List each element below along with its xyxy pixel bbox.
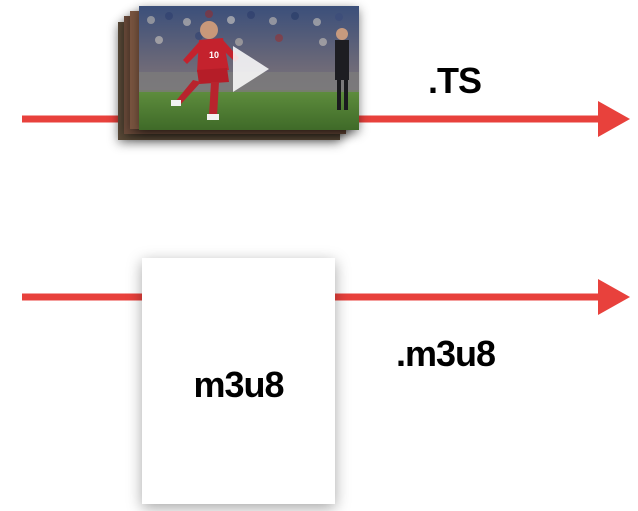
video-thumbnail: 10 — [139, 6, 359, 130]
play-icon — [233, 46, 269, 92]
svg-text:10: 10 — [209, 50, 219, 60]
ts-extension-label: .TS — [428, 60, 482, 101]
top-arrowhead — [598, 101, 630, 137]
m3u8-card-label: m3u8 — [193, 364, 284, 405]
soccer-player-image: 10 — [139, 6, 359, 130]
m3u8-playlist-card: m3u8 — [142, 258, 335, 504]
m3u8-extension-label: .m3u8 — [396, 333, 496, 374]
bottom-arrowhead — [598, 279, 630, 315]
player-figure: 10 — [171, 21, 239, 120]
